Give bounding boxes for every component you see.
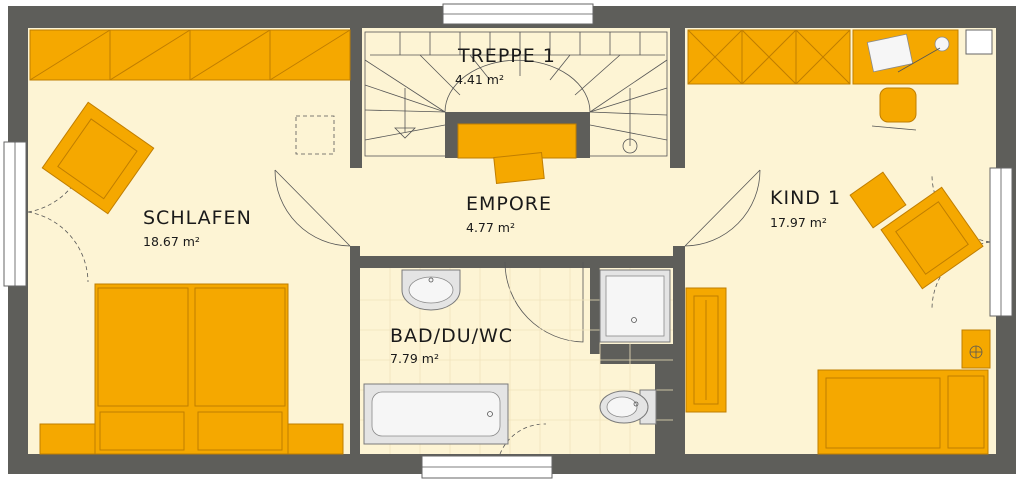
single-bed (817, 369, 989, 455)
armchair-kind (880, 186, 984, 290)
wall-bad-top-left (360, 256, 505, 268)
wall-bad-top-right (583, 256, 673, 268)
desk-chair-kind (879, 87, 917, 123)
toilet (599, 389, 657, 425)
room-name-kind: KIND 1 (770, 187, 841, 209)
side-table-kind (849, 171, 907, 229)
wall-schlafen-top (350, 28, 362, 168)
door-swing-kind (684, 169, 761, 247)
wall-kind-top (670, 28, 685, 168)
armchair-schlafen (41, 101, 155, 215)
washbasin (401, 269, 461, 311)
window-swing-right (931, 173, 991, 311)
room-name-schlafen: SCHLAFEN (143, 207, 252, 229)
wall-kind-bottom (673, 246, 685, 454)
lamp-outline-schlafen (295, 115, 335, 155)
room-area-treppe: 4.41 m² (455, 72, 504, 87)
wall-wc-side (655, 364, 673, 454)
door-swing-bad (504, 261, 584, 343)
room-area-kind: 17.97 m² (770, 215, 827, 230)
wall-schlafen-bottom (350, 246, 360, 454)
shower-tray (599, 269, 671, 343)
nightstand-left (39, 423, 96, 455)
wall-shower (590, 268, 600, 354)
wall-wc-niche (600, 344, 673, 364)
door-swing-schlafen (274, 169, 351, 247)
room-area-empore: 4.77 m² (466, 220, 515, 235)
nightstand-right (287, 423, 344, 455)
room-area-bad: 7.79 m² (390, 351, 439, 366)
gallery-desk (457, 123, 577, 159)
bathtub (363, 383, 509, 445)
gallery-chair (493, 152, 545, 184)
wardrobe-schlafen (29, 29, 351, 81)
room-name-empore: EMPORE (466, 193, 552, 215)
room-area-schlafen: 18.67 m² (143, 234, 200, 249)
room-name-bad: BAD/DU/WC (390, 325, 513, 347)
room-name-treppe: TREPPE 1 (457, 45, 556, 67)
corner-box-kind (965, 29, 993, 55)
double-bed (94, 283, 289, 455)
wardrobe-kind (687, 29, 851, 85)
desk-lamp-icon (934, 36, 950, 52)
laptop-icon (866, 33, 914, 73)
